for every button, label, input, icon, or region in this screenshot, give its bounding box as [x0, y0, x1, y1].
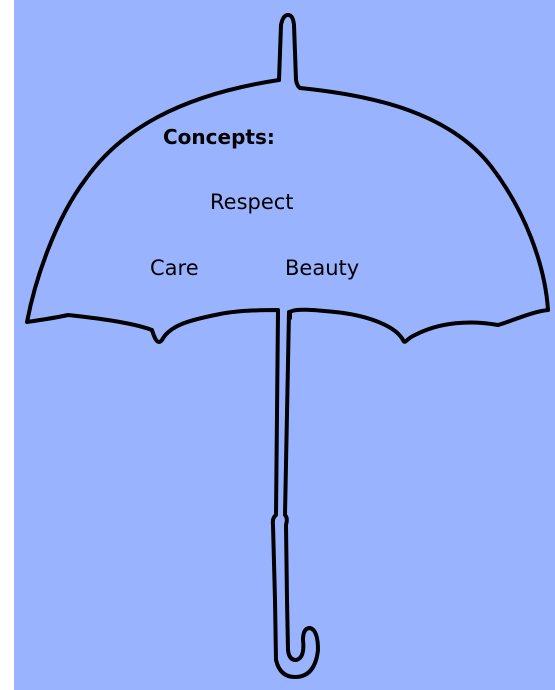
- concept-care: Care: [150, 256, 199, 280]
- concept-beauty: Beauty: [285, 256, 359, 280]
- concept-respect: Respect: [210, 190, 294, 214]
- umbrella-shaft: [273, 312, 318, 677]
- umbrella-tip: [279, 15, 300, 88]
- concepts-heading: Concepts:: [163, 125, 275, 149]
